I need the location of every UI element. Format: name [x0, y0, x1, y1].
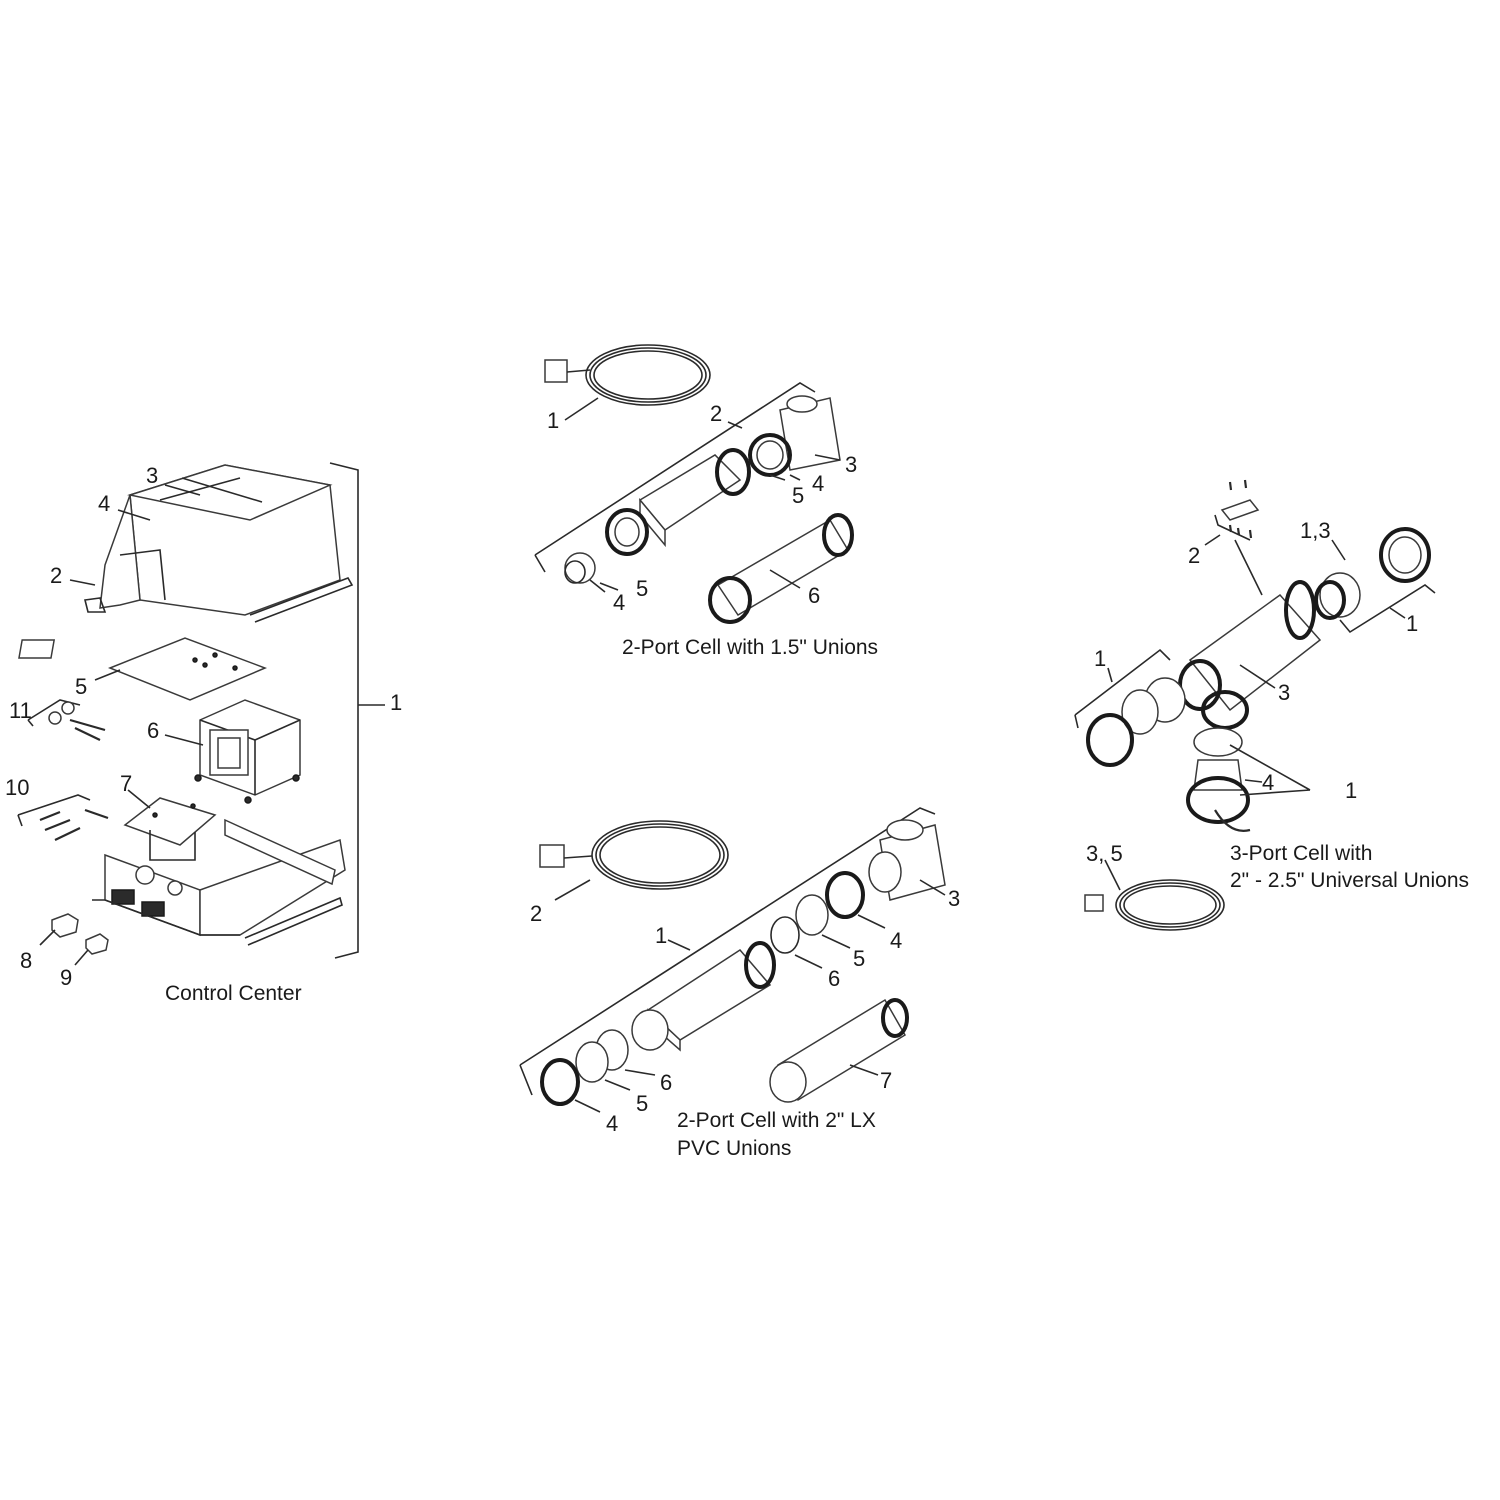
callout-c15-nut-4-left: 4: [613, 590, 626, 615]
cell-15-group: [534, 344, 854, 624]
callout-cc-3: 3: [146, 463, 159, 488]
callout-c2lx-tee-3: 3: [948, 886, 961, 911]
callout-c3-bracket-left-1: 1: [1094, 646, 1107, 671]
callout-cc-5: 5: [75, 674, 88, 699]
hardware-kit-11: [27, 699, 106, 741]
callout-cc-8: 8: [20, 948, 33, 973]
callout-c15-gasket-5: 5: [792, 483, 805, 508]
callout-cc-11: 11: [9, 698, 32, 723]
connector-8-shape: [51, 913, 79, 938]
callout-c2lx-oring-6-left: 6: [660, 1070, 673, 1095]
callout-c15-spool-6: 6: [808, 583, 821, 608]
callout-c2lx-cable-2: 2: [530, 901, 543, 926]
callout-cc-9: 9: [60, 965, 73, 990]
callout-c3-bottom-union-1: 1: [1345, 778, 1358, 803]
callout-c15-gasket-5-left: 5: [636, 576, 649, 601]
caption-cell-3port-line1: 3-Port Cell with: [1230, 842, 1373, 865]
circuit-board: [18, 637, 268, 701]
relay-bracket: [123, 797, 217, 861]
callout-c2lx-assembly-1: 1: [655, 923, 668, 948]
callout-cc-2: 2: [50, 563, 63, 588]
cell-2lx-group: [519, 807, 946, 1113]
callout-cc-10: 10: [5, 775, 30, 800]
callout-c15-tee-3: 3: [845, 452, 858, 477]
caption-cell-2lx-line1: 2-Port Cell with 2" LX: [677, 1109, 876, 1132]
caption-cell-3port-line2: 2" - 2.5" Universal Unions: [1230, 869, 1470, 892]
caption-control-center: Control Center: [165, 982, 302, 1005]
chassis: [92, 818, 346, 946]
callout-c3-body-3: 3: [1278, 680, 1291, 705]
transformer: [194, 699, 301, 804]
callout-c15-nut-4: 4: [812, 471, 825, 496]
caption-cell-2lx-line2: PVC Unions: [677, 1137, 792, 1160]
callout-cc-7: 7: [120, 771, 133, 796]
cell-3port-group: [1074, 479, 1436, 931]
bracket-control-center: [329, 462, 359, 959]
callout-c2lx-tail-5: 5: [853, 946, 866, 971]
callout-c2lx-spool-7: 7: [880, 1068, 893, 1093]
callout-c3-cable-3-5: 3, 5: [1086, 841, 1123, 866]
callout-cc-1: 1: [390, 690, 403, 715]
callout-c2lx-nut-4-left: 4: [606, 1111, 619, 1136]
callout-c2lx-nut-4: 4: [890, 928, 903, 953]
callout-cc-6: 6: [147, 718, 160, 743]
callout-c3-union-1-3: 1,3: [1300, 518, 1331, 543]
callout-cc-4: 4: [98, 491, 111, 516]
hardware-kit-10: [17, 794, 109, 841]
callout-c15-cable-1: 1: [547, 408, 560, 433]
control-center-group: [17, 462, 385, 966]
callout-c3-terminal-2: 2: [1188, 543, 1201, 568]
housing-cover: [84, 464, 354, 623]
callout-c2lx-oring-6: 6: [828, 966, 841, 991]
connector-9-shape: [85, 933, 109, 955]
callout-c3-fitting-4: 4: [1262, 770, 1275, 795]
callout-c2lx-tail-5-left: 5: [636, 1091, 649, 1116]
caption-cell-15: 2-Port Cell with 1.5" Unions: [622, 636, 879, 659]
callout-c3-bracket-right-1: 1: [1406, 611, 1419, 636]
cell-2lx-cable: [539, 820, 729, 890]
cell-15-cable: [544, 344, 711, 406]
callout-c15-assembly-2: 2: [710, 401, 723, 426]
